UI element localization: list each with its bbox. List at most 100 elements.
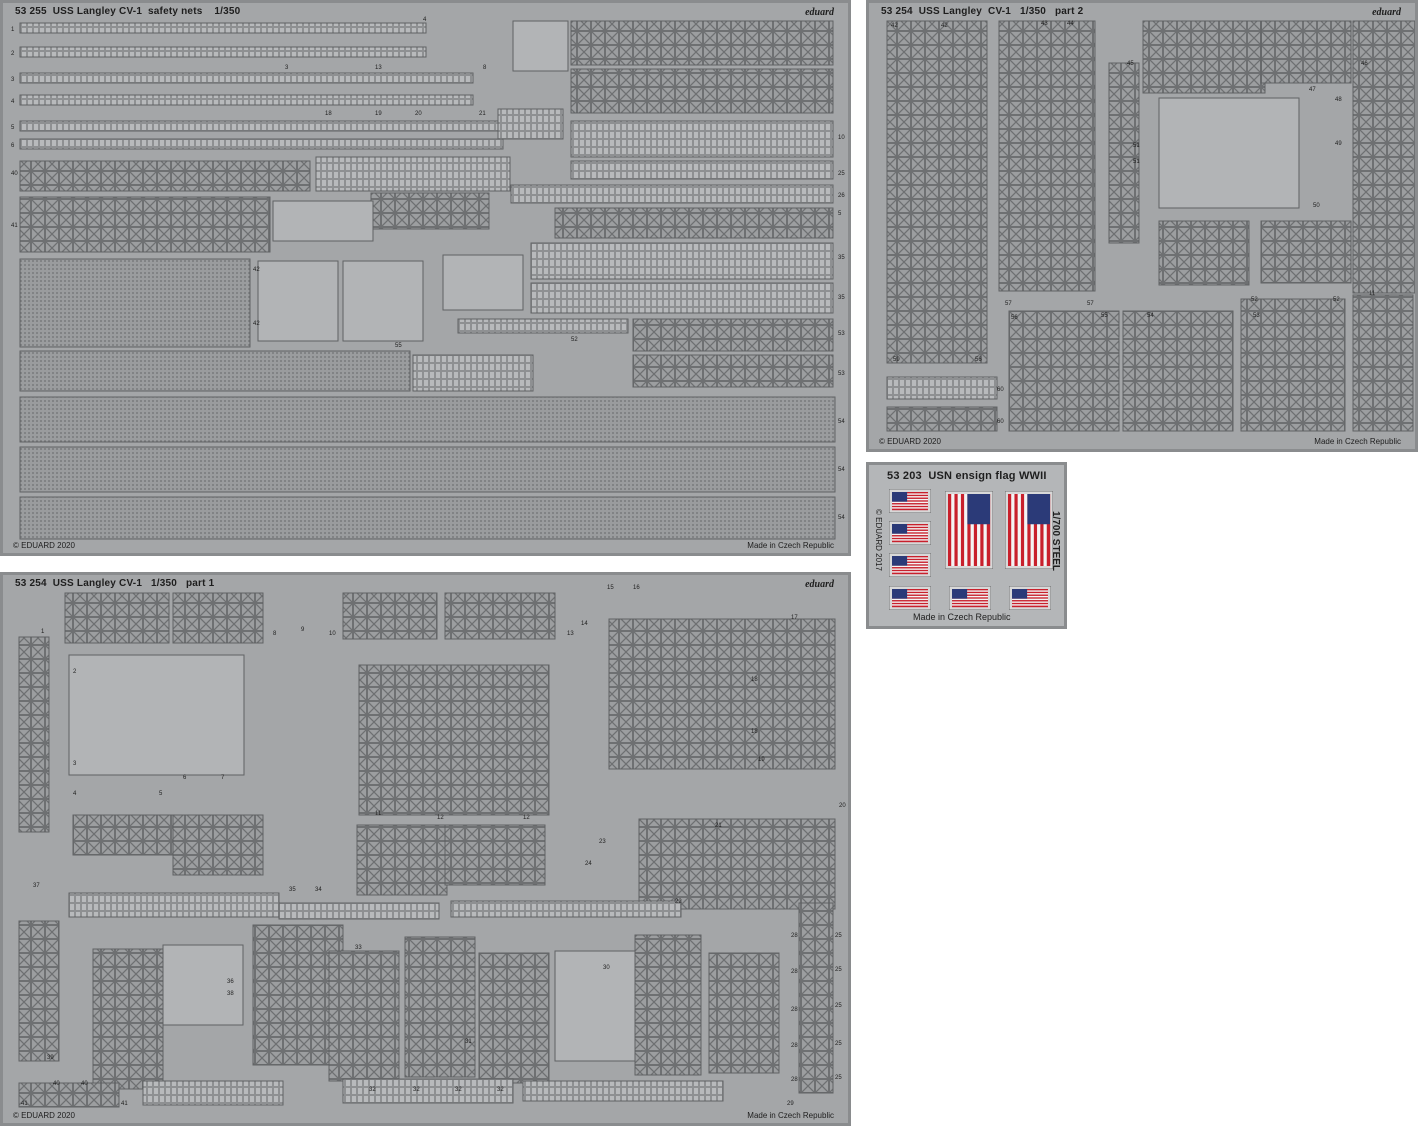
part-number: 18 xyxy=(751,677,758,683)
panel-frame xyxy=(608,618,836,770)
part-number: 15 xyxy=(607,585,614,591)
part-number: 57 xyxy=(1005,301,1012,307)
part-number: 53 xyxy=(838,371,845,377)
safety-net xyxy=(19,446,836,493)
part-number: 42 xyxy=(253,267,260,273)
panel-frame xyxy=(478,952,550,1084)
part-number: 40 xyxy=(81,1081,88,1087)
long-frame xyxy=(886,20,988,364)
rail-part xyxy=(278,902,440,920)
part-number: 32 xyxy=(455,1087,462,1093)
part-number: 33 xyxy=(355,945,362,951)
part-number: 3 xyxy=(11,77,15,83)
part-number: 41 xyxy=(11,223,18,229)
part-number: 60 xyxy=(997,387,1004,393)
copyright-text: © EDUARD 2020 xyxy=(879,437,941,446)
made-in-text: Made in Czech Republic xyxy=(747,541,834,550)
rail-part xyxy=(68,892,280,918)
part-number: 8 xyxy=(483,65,487,71)
panel-frame xyxy=(358,664,550,816)
part-number: 44 xyxy=(1067,21,1074,27)
frame-grid xyxy=(72,814,174,856)
part-number: 18 xyxy=(325,111,332,117)
small-rail xyxy=(886,406,998,432)
net-frame xyxy=(19,196,271,253)
panel-frame xyxy=(1352,294,1414,432)
safety-net xyxy=(19,258,251,348)
long-frame xyxy=(18,636,50,833)
part-number: 38 xyxy=(227,991,234,997)
part-number: 54 xyxy=(838,467,845,473)
frame-grid xyxy=(1158,220,1250,286)
net-frame xyxy=(554,207,834,239)
panel-frame xyxy=(1122,310,1234,432)
panel-frame xyxy=(1008,310,1120,432)
part-number: 34 xyxy=(315,887,322,893)
rail-part xyxy=(530,282,834,314)
part-number: 20 xyxy=(839,803,846,809)
deck-plate xyxy=(68,654,245,776)
part-number: 32 xyxy=(497,1087,504,1093)
net-frame xyxy=(570,20,834,66)
rail-part xyxy=(570,160,834,180)
part-number: 7 xyxy=(221,775,225,781)
part-number: 54 xyxy=(1147,313,1154,319)
bracket-part xyxy=(512,20,569,72)
long-frame xyxy=(18,920,60,1062)
part-number: 25 xyxy=(835,1003,842,1009)
part-number: 32 xyxy=(413,1087,420,1093)
frame-grid xyxy=(1142,20,1266,94)
rail-part xyxy=(530,242,834,280)
fret-title: 53 203 USN ensign flag WWII xyxy=(887,470,1047,482)
part-number: 18 xyxy=(751,729,758,735)
frame-grid xyxy=(342,592,438,640)
part-number: 56 xyxy=(1011,315,1018,321)
safety-net xyxy=(19,396,836,443)
part-number: 54 xyxy=(838,419,845,425)
part-number: 52 xyxy=(571,337,578,343)
us-ensign-flag xyxy=(949,586,991,610)
rail-part xyxy=(19,138,504,150)
frame-grid xyxy=(64,592,170,644)
net-frame xyxy=(632,318,834,352)
part-number: 46 xyxy=(1361,61,1368,67)
part-number: 28 xyxy=(791,1007,798,1013)
copyright-text: © EDUARD 2020 xyxy=(13,1111,75,1120)
part-number: 40 xyxy=(11,171,18,177)
part-number: 37 xyxy=(33,883,40,889)
part-number: 50 xyxy=(1313,203,1320,209)
part-number: 4 xyxy=(73,791,77,797)
net-frame xyxy=(370,192,490,230)
part-number: 25 xyxy=(835,1041,842,1047)
part-number: 23 xyxy=(599,839,606,845)
part-number: 3 xyxy=(73,761,77,767)
part-number: 2 xyxy=(11,51,15,57)
part-number: 25 xyxy=(835,1075,842,1081)
panel-frame xyxy=(252,924,344,1066)
rail-part xyxy=(19,22,427,34)
small-rail xyxy=(18,1082,120,1108)
bracket-part xyxy=(257,260,339,342)
part-number: 51 xyxy=(1133,159,1140,165)
long-frame xyxy=(1108,62,1140,244)
part-number: 21 xyxy=(479,111,486,117)
part-number: 36 xyxy=(227,979,234,985)
small-rail xyxy=(886,376,998,400)
long-frame xyxy=(798,902,834,1094)
part-number: 10 xyxy=(838,135,845,141)
frame-grid xyxy=(1260,220,1352,284)
safety-net xyxy=(19,350,411,392)
part-number: 10 xyxy=(329,631,336,637)
rail-part xyxy=(315,156,511,192)
part-number: 28 xyxy=(791,1043,798,1049)
long-frame xyxy=(1352,20,1415,294)
rail-part xyxy=(142,1080,284,1106)
part-number: 26 xyxy=(838,193,845,199)
net-frame xyxy=(570,68,834,114)
bracket-part xyxy=(442,254,524,311)
part-number: 3 xyxy=(285,65,289,71)
panel-frame xyxy=(1240,298,1346,432)
